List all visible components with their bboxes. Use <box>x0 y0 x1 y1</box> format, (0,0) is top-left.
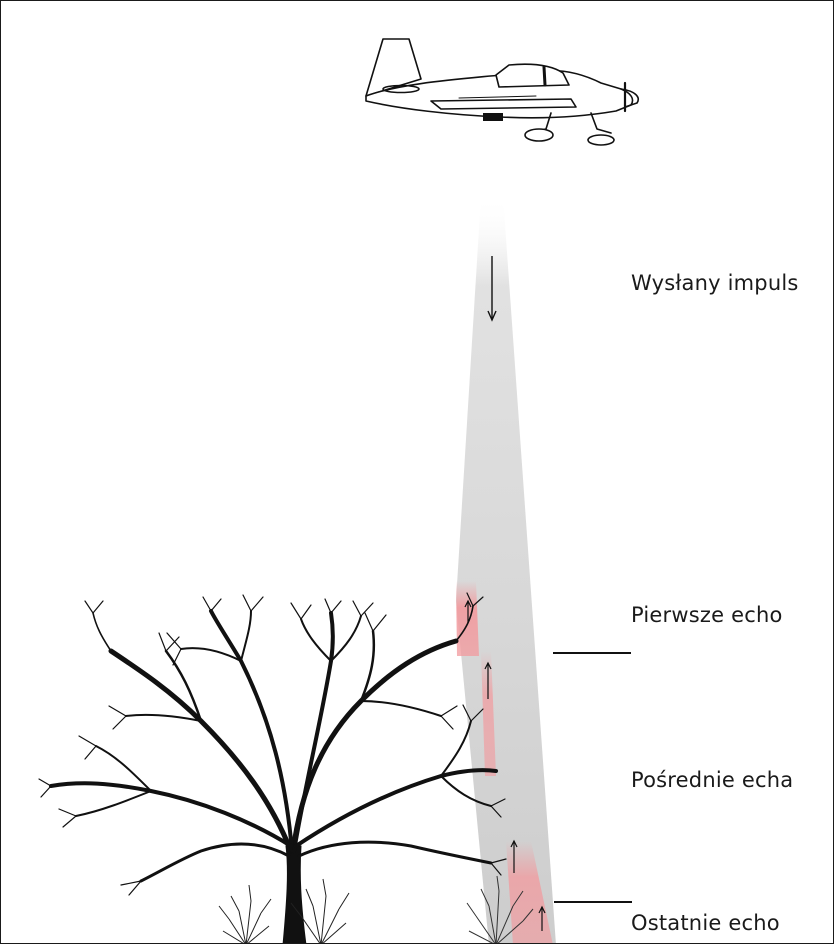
sensor-icon <box>483 113 503 121</box>
laser-beam <box>456 196 556 944</box>
airplane-icon <box>366 39 638 145</box>
emitted-pulse-label: Wysłany impuls <box>631 271 799 295</box>
first-echo-label: Pierwsze echo <box>631 603 783 627</box>
tree-icon <box>39 593 506 944</box>
intermediate-echoes-label: Pośrednie echa <box>631 768 793 792</box>
last-echo-label: Ostatnie echo <box>631 911 780 935</box>
